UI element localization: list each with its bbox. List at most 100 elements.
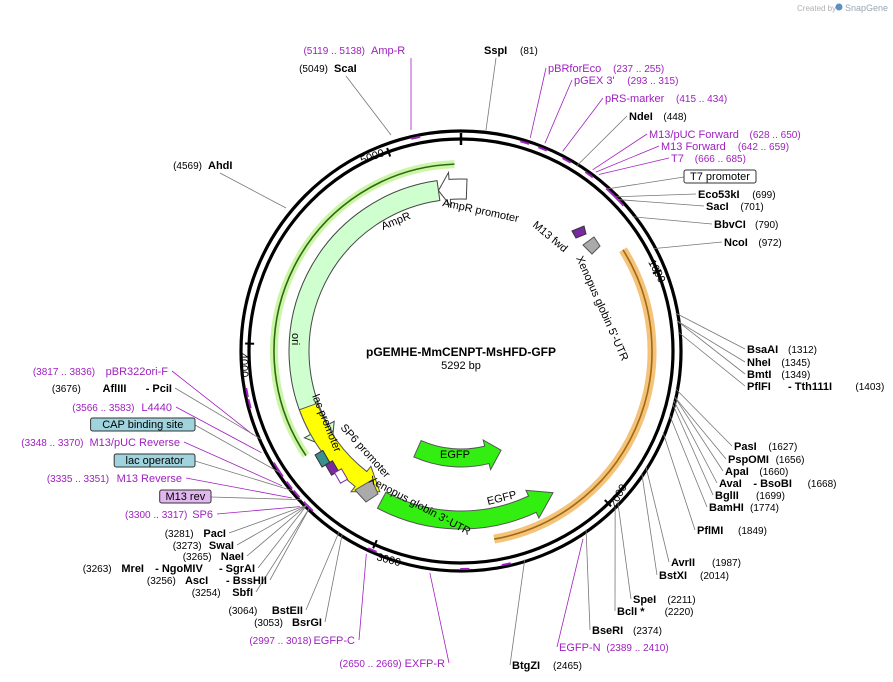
primer-bars [245, 135, 625, 570]
primer-bar [285, 480, 293, 490]
enzyme-position: (1660) [759, 467, 788, 478]
enzyme-position: (3256) [147, 576, 176, 587]
enzyme-label: SpeI [633, 594, 656, 606]
primer-bar [245, 387, 249, 398]
primer-position: (237 .. 255) [613, 64, 664, 75]
enzyme-position: (2220) [665, 607, 694, 618]
primer-bar [562, 157, 572, 164]
primer-label: EXFP-R [405, 658, 445, 670]
enzyme-label: BmtI [747, 369, 771, 381]
enzyme-position: (2465) [553, 661, 582, 672]
primer-label: M13 Forward [661, 141, 726, 153]
scale-tick [652, 269, 662, 275]
leader-line [171, 370, 254, 436]
primer-position: (2650 .. 2669) [339, 659, 401, 670]
primer-bar [367, 547, 377, 553]
primer-label: pBR322ori-F [106, 366, 169, 378]
leader-line [617, 199, 705, 207]
enzyme-label: SbfI [232, 587, 253, 599]
enzyme-position: (1849) [738, 526, 767, 537]
enzyme-position: (3263) [83, 564, 112, 575]
enzyme-label: PspOMI [728, 454, 769, 466]
credit-prefix: Created by [797, 4, 836, 13]
ori-label: ori [289, 333, 301, 345]
enzyme-position: (1668) [808, 479, 837, 490]
leader-line [673, 396, 727, 460]
primer-position: (415 .. 434) [676, 94, 727, 105]
enzyme-label: ScaI [334, 63, 357, 75]
primer-bar [520, 140, 530, 145]
enzyme-position: (448) [663, 112, 686, 123]
primer-position: (293 .. 315) [627, 76, 678, 87]
enzyme-label: SspI [484, 45, 507, 57]
leader-line [485, 57, 497, 131]
feature-box: T7 promoter [690, 171, 750, 183]
enzyme-position: (81) [520, 46, 538, 57]
leader-line [617, 502, 632, 600]
leader-line [236, 504, 308, 546]
scale-tick [386, 147, 392, 157]
enzyme-label: SacI [706, 201, 729, 213]
leader-line [269, 507, 310, 581]
primer-position: (628 .. 650) [750, 130, 801, 141]
feature-box-box [159, 489, 212, 504]
enzyme-position: (790) [755, 220, 778, 231]
enzyme-label: NcoI [724, 237, 748, 249]
leader-line [653, 241, 723, 250]
primer-bar [616, 198, 625, 207]
enzyme-position: (3273) [173, 541, 202, 552]
leader-lines [171, 57, 746, 666]
ampr-promoter-label: AmpR promoter [441, 197, 520, 225]
scale-tick [372, 539, 378, 549]
primer-label: EGFP-N [559, 642, 601, 654]
enzyme-position: (1627) [768, 442, 797, 453]
feature-box-box [113, 453, 196, 468]
enzyme-label: AhdI [208, 160, 232, 172]
feature-box: lac operator [126, 455, 184, 467]
primer-position: (666 .. 685) [695, 154, 746, 165]
leader-line [257, 504, 308, 569]
enzyme-position: (1403) [855, 382, 884, 393]
enzyme-label: BsrGI [292, 617, 322, 629]
insert-arc [494, 249, 653, 540]
leader-line [194, 460, 295, 492]
enzyme-label: AscI [185, 575, 208, 587]
ampr-outer-arc [273, 163, 455, 457]
primer-position: (3300 .. 3317) [125, 510, 187, 521]
leader-line [175, 406, 262, 454]
primer-label: pRS-marker [605, 93, 665, 105]
tick-label-5000: 5000 [359, 147, 386, 167]
enzyme-position: (972) [758, 238, 781, 249]
enzyme-label: - BsoBI [753, 478, 792, 490]
ampr-feature [288, 180, 441, 450]
leader-line [675, 388, 733, 447]
leader-line [676, 320, 746, 363]
enzyme-label: - PciI [146, 383, 172, 395]
enzyme-label: PflFI [747, 381, 771, 393]
leader-line [673, 396, 724, 472]
tick-label-4000: 4000 [237, 353, 250, 378]
egfp-inner-feature [413, 438, 502, 472]
enzyme-label: NheI [747, 357, 771, 369]
leader-line [255, 507, 310, 593]
leader-line [185, 477, 293, 499]
leader-line [677, 331, 746, 387]
snapgene-logo-icon [835, 3, 843, 11]
feature-box-box [683, 169, 757, 184]
enzyme-position: (701) [740, 202, 763, 213]
enzyme-label: SwaI [209, 540, 234, 552]
primer-bar [292, 489, 301, 499]
enzyme-label: BseRI [592, 625, 623, 637]
primer-label: Amp-R [371, 45, 405, 57]
enzyme-label: MreI [121, 563, 144, 575]
leader-line [228, 504, 307, 534]
egfp-inner-label: EGFP [440, 449, 470, 461]
enzyme-position: (1699) [756, 491, 785, 502]
leader-line [606, 176, 685, 190]
leader-line [662, 432, 696, 531]
primer-bar [501, 562, 511, 567]
enzyme-label: BamHI [709, 502, 744, 514]
primer-bar [411, 135, 421, 140]
plasmid-name: pGEMHE-MmCENPT-MsHFD-GFP [366, 345, 556, 359]
leader-line [358, 553, 367, 641]
